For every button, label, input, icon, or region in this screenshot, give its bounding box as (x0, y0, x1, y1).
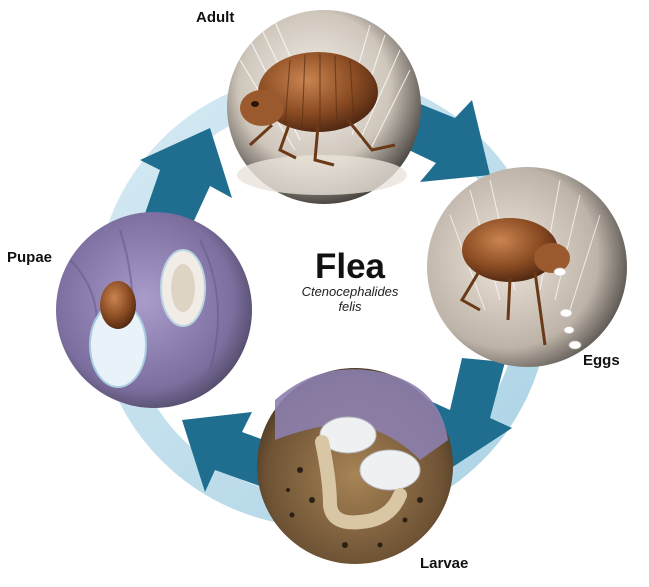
scientific-name-genus: Ctenocephalides (280, 284, 420, 299)
stage-label-eggs: Eggs (583, 352, 620, 369)
larvae-stage-illustration (257, 368, 453, 564)
pupae-stage-illustration (56, 212, 252, 408)
stage-label-larvae: Larvae (420, 555, 468, 572)
cocoon-icon (161, 250, 205, 326)
stage-label-adult: Adult (196, 9, 234, 26)
diagram-title: Flea (300, 248, 400, 286)
eggs-stage-illustration (427, 167, 627, 367)
scientific-name-species: felis (280, 299, 420, 314)
adult-stage-illustration (227, 10, 421, 204)
stage-label-pupae: Pupae (7, 249, 52, 266)
